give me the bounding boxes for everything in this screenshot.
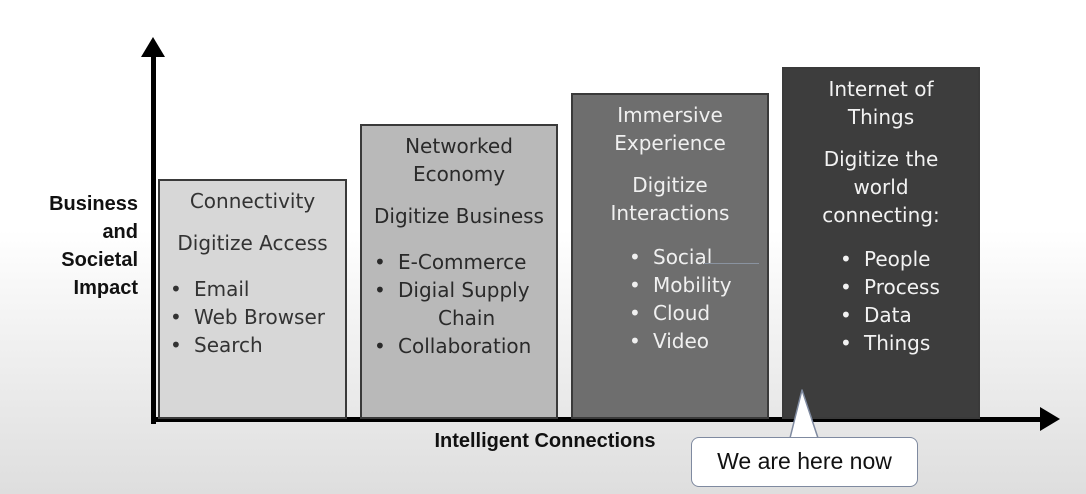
stage-subtitle-line: world	[853, 175, 909, 199]
stage-bullet: People	[836, 245, 978, 273]
stage-title: Immersive Experience	[573, 95, 767, 157]
stage-title: Networked Economy	[362, 126, 556, 188]
y-axis	[151, 52, 156, 424]
stage-subtitle-line: Interactions	[610, 201, 730, 225]
stage-subtitle-line: connecting:	[822, 203, 940, 227]
stage-bullet-list: Email Web Browser Search	[160, 275, 345, 359]
stage-internet-of-things: Internet of Things Digitize the world co…	[782, 67, 980, 419]
stage-bullet: Email	[166, 275, 345, 303]
callout-pointer	[789, 389, 819, 439]
x-axis-label: Intelligent Connections	[434, 430, 656, 452]
y-axis-arrowhead	[141, 37, 165, 57]
stage-immersive-experience: Immersive Experience Digitize Interactio…	[571, 93, 769, 419]
stage-title-line: Internet of	[828, 77, 934, 101]
y-axis-label-line: and	[102, 221, 138, 243]
y-axis-label: Business and Societal Impact	[20, 190, 138, 302]
stage-title: Connectivity	[160, 181, 345, 215]
stage-networked-economy: Networked Economy Digitize Business E-Co…	[360, 124, 558, 419]
stage-title-line: Connectivity	[189, 189, 316, 213]
stage-title: Internet of Things	[784, 69, 978, 131]
stage-bullet-list: E-Commerce Digial Supply Chain Collabora…	[362, 248, 556, 360]
stage-bullet: Mobility	[625, 271, 767, 299]
stage-subtitle-line: Digitize	[632, 173, 708, 197]
stage-subtitle: Digitize Access	[160, 229, 345, 257]
y-axis-label-line: Business	[49, 193, 138, 215]
stage-bullet-list: Social Mobility Cloud Video	[573, 243, 767, 355]
stage-bullet: Web Browser	[166, 303, 345, 331]
stage-subtitle: Digitize Business	[362, 202, 556, 230]
y-axis-label-line: Societal	[61, 249, 138, 271]
stage-bullet-continuation: Chain	[438, 306, 496, 330]
stage-connectivity: Connectivity Digitize Access Email Web B…	[158, 179, 347, 419]
stage-subtitle-line: Digitize Access	[177, 231, 328, 255]
stage-bullet: Collaboration	[370, 332, 556, 360]
x-axis	[151, 417, 1044, 422]
stage-subtitle: Digitize the world connecting:	[784, 145, 978, 229]
stage-bullet-list: People Process Data Things	[784, 245, 978, 357]
stage-bullet: Digial Supply Chain	[370, 276, 556, 332]
faint-underline-mark	[704, 263, 759, 264]
stage-subtitle: Digitize Interactions	[573, 171, 767, 227]
stage-title-line: Things	[847, 105, 915, 129]
stage-bullet: E-Commerce	[370, 248, 556, 276]
stage-title-line: Economy	[412, 162, 506, 186]
stage-bullet: Social	[625, 243, 767, 271]
stage-bullet: Video	[625, 327, 767, 355]
stage-title-line: Networked	[405, 134, 513, 158]
y-axis-label-line: Impact	[73, 277, 138, 299]
stage-bullet: Things	[836, 329, 978, 357]
stage-bullet: Search	[166, 331, 345, 359]
stage-bullet: Data	[836, 301, 978, 329]
stage-title-line: Experience	[614, 131, 726, 155]
stage-title-line: Immersive	[617, 103, 723, 127]
stage-subtitle-line: Digitize the	[823, 147, 939, 171]
x-axis-arrowhead	[1040, 407, 1060, 431]
stage-bullet-text: Digial Supply	[398, 278, 530, 302]
stage-bullet: Process	[836, 273, 978, 301]
we-are-here-callout: We are here now	[691, 437, 918, 487]
stage-bullet: Cloud	[625, 299, 767, 327]
stage-subtitle-line: Digitize Business	[374, 204, 544, 228]
